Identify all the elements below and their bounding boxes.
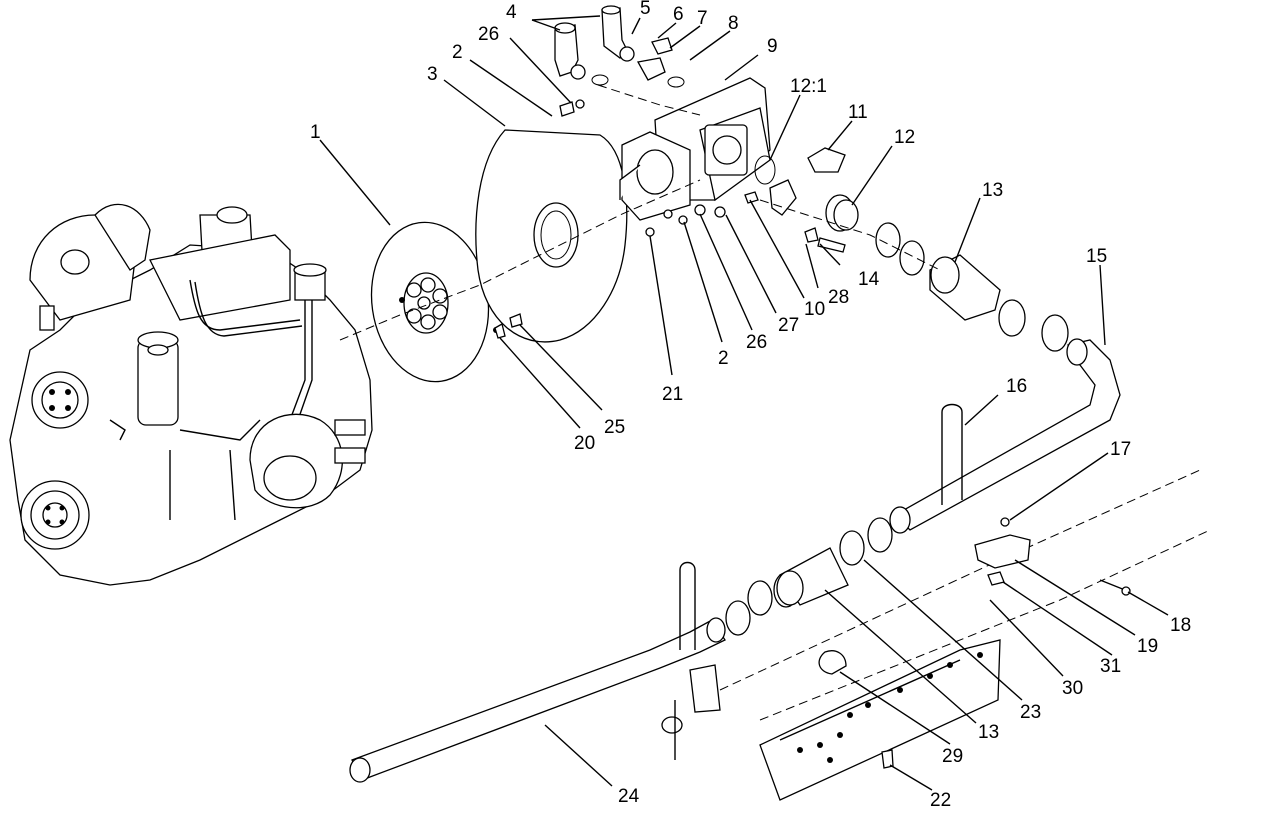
callout-13-upper: 13 — [982, 180, 1003, 201]
callout-25: 25 — [604, 417, 625, 438]
callout-labels: 1 2 2 3 4 5 6 7 8 9 10 11 12 12:1 13 13 … — [310, 0, 1191, 811]
leader-lines — [319, 15, 1169, 791]
callout-30: 30 — [1062, 678, 1083, 699]
callout-26-upper: 26 — [478, 24, 499, 45]
callout-16: 16 — [1006, 376, 1027, 397]
callout-31: 31 — [1100, 656, 1121, 677]
callout-9: 9 — [767, 36, 778, 57]
callout-10: 10 — [804, 299, 825, 320]
hanger-16 — [941, 403, 963, 505]
callout-21: 21 — [662, 384, 683, 405]
callout-7: 7 — [697, 8, 708, 29]
clamp-29 — [818, 650, 847, 675]
callout-14: 14 — [858, 269, 880, 290]
callout-11: 11 — [848, 102, 868, 123]
callout-24: 24 — [618, 786, 640, 807]
callout-28: 28 — [828, 287, 849, 308]
callout-2-upper: 2 — [452, 42, 463, 63]
tail-pipe-24 — [349, 617, 726, 783]
assembly-axis-lines — [339, 84, 941, 341]
callout-1: 1 — [310, 122, 321, 143]
callout-23: 23 — [1020, 702, 1041, 723]
bracket-19 — [974, 517, 1031, 586]
engine-assembly — [9, 203, 373, 586]
hose-fittings — [554, 5, 685, 88]
exhaust-pipe-15 — [889, 338, 1121, 534]
hanger-lower — [661, 561, 721, 760]
pump-outlet-parts — [494, 99, 859, 339]
callout-29: 29 — [942, 746, 963, 767]
callout-6: 6 — [673, 4, 684, 25]
callout-17: 17 — [1110, 439, 1131, 460]
callout-3: 3 — [427, 64, 438, 85]
callout-26-lower: 26 — [746, 332, 767, 353]
callout-20: 20 — [574, 433, 595, 454]
rubber-hose-upper — [929, 254, 1001, 321]
callout-15: 15 — [1086, 246, 1107, 267]
rubber-hose-lower — [776, 547, 849, 606]
bolt-18 — [1099, 579, 1131, 596]
callout-13-lower: 13 — [978, 722, 999, 743]
callout-12: 12 — [894, 127, 915, 148]
callout-5: 5 — [640, 0, 651, 19]
callout-4: 4 — [506, 2, 517, 23]
callout-19: 19 — [1137, 636, 1158, 657]
callout-27: 27 — [778, 315, 799, 336]
callout-12-1: 12:1 — [790, 76, 827, 97]
hose-clamps-upper — [875, 222, 1069, 352]
callout-18: 18 — [1170, 615, 1191, 636]
callout-8: 8 — [728, 13, 739, 34]
callout-2-lower: 2 — [718, 348, 729, 369]
callout-22: 22 — [930, 790, 951, 811]
adapter-plate — [475, 129, 628, 343]
hydraulic-pump — [619, 77, 771, 221]
frame-rail — [719, 469, 1211, 801]
